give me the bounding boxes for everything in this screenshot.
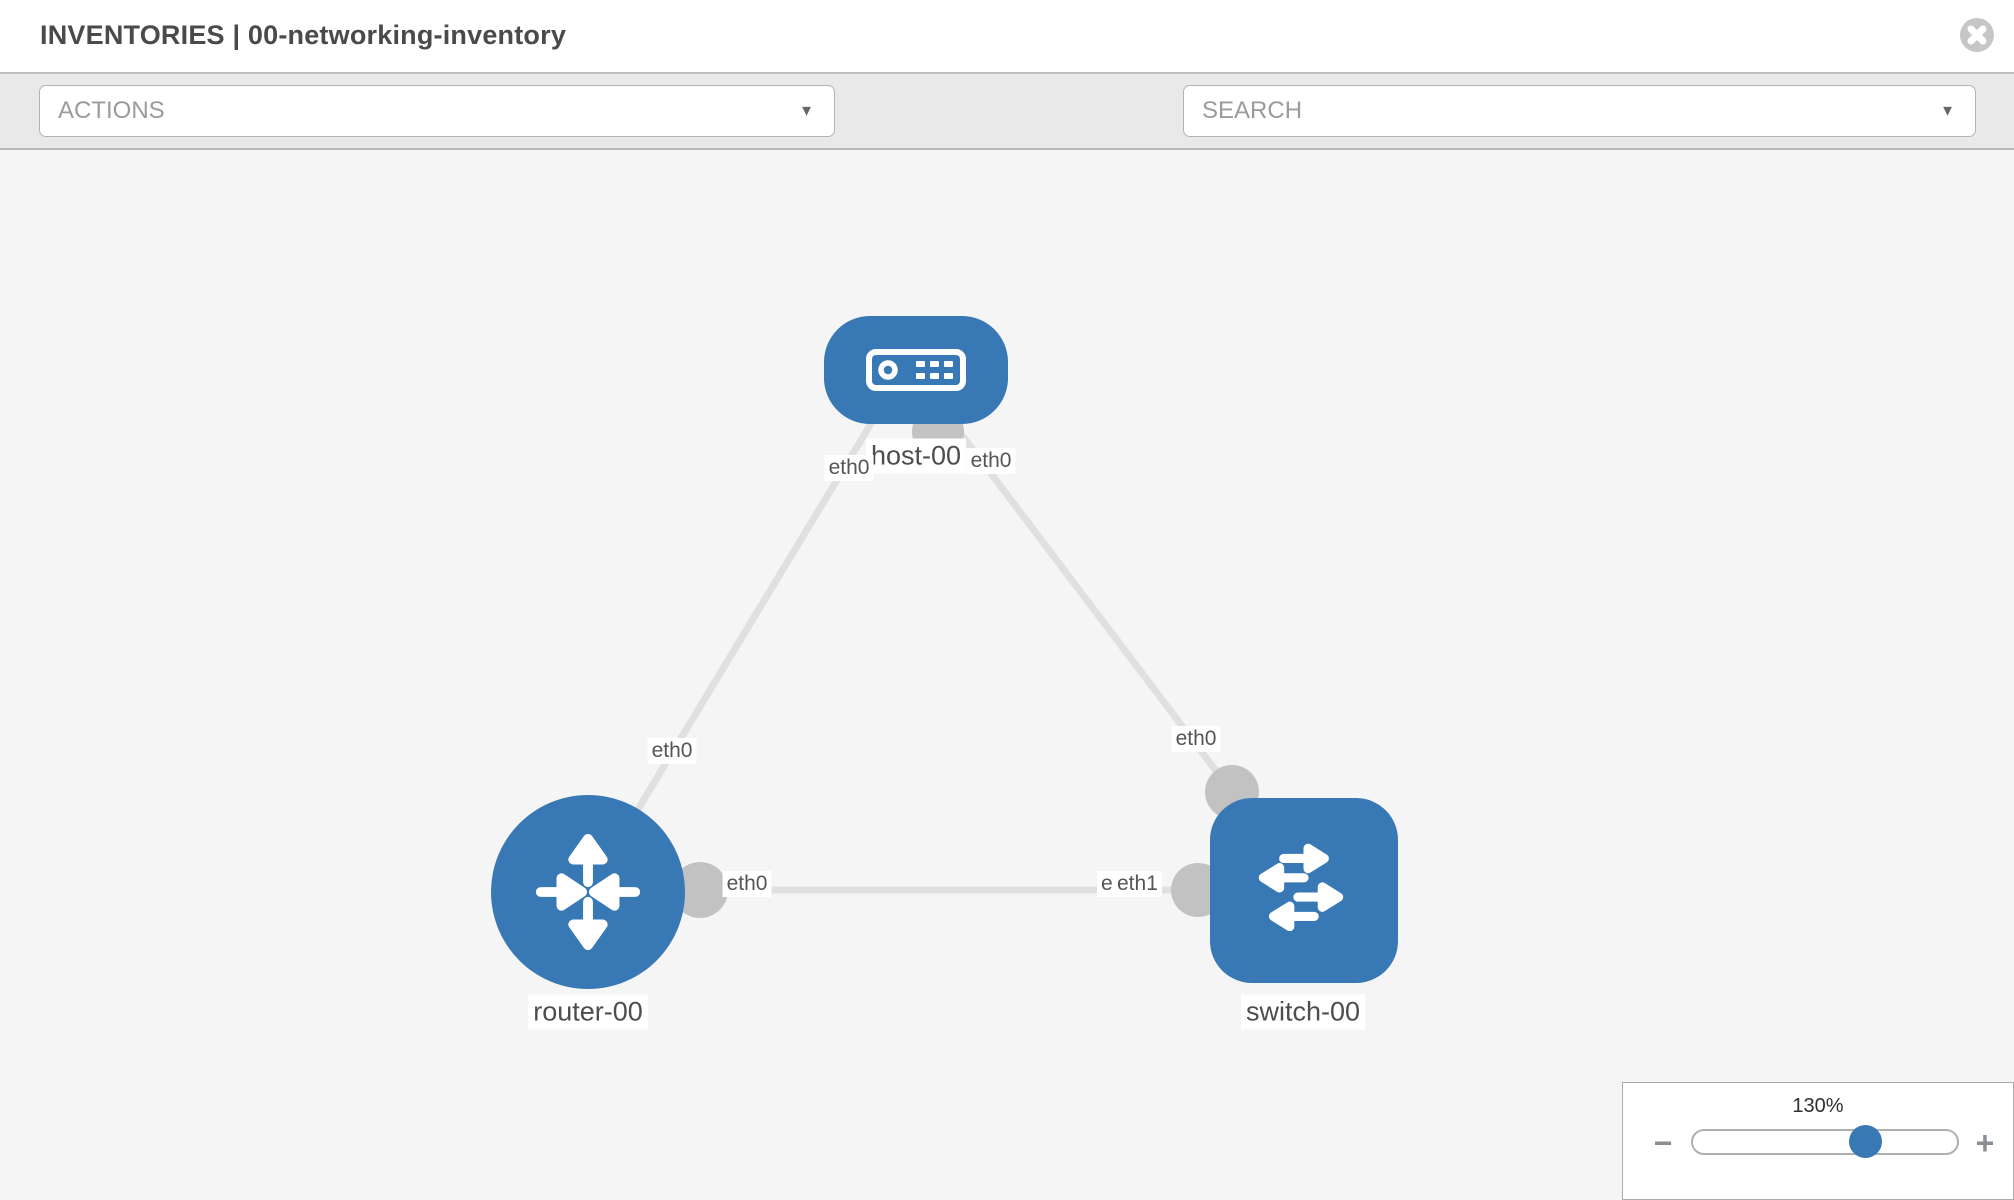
- iface-label-edge-host-switch: eth0: [1171, 726, 1221, 752]
- search-dropdown-label: SEARCH: [1202, 97, 1303, 124]
- zoom-level-value: 130%: [1792, 1095, 1844, 1117]
- node-label-router: router-00: [528, 994, 648, 1030]
- node-host-00[interactable]: [824, 316, 1008, 424]
- switch-icon: [1258, 843, 1344, 931]
- actions-dropdown-label: ACTIONS: [58, 97, 165, 124]
- zoom-panel: 130% − +: [1622, 1082, 2014, 1200]
- iface-label-router-port: eth0: [722, 871, 772, 897]
- close-button[interactable]: [1960, 18, 1994, 52]
- chevron-down-icon: ▼: [799, 102, 814, 120]
- node-label-host: host-00: [865, 438, 967, 474]
- iface-label-edge-host-router: eth0: [647, 738, 697, 764]
- topology-edges-layer: [585, 406, 1259, 918]
- zoom-out-button[interactable]: −: [1643, 1123, 1683, 1163]
- panel-header: INVENTORIES | 00-networking-inventory: [0, 0, 2014, 74]
- node-switch-00[interactable]: [1210, 798, 1398, 983]
- iface-label-switch-port: eth1: [1113, 871, 1162, 897]
- iface-label-host-right: eth0: [966, 448, 1016, 474]
- plus-icon: +: [1975, 1125, 1995, 1161]
- zoom-slider-thumb[interactable]: [1849, 1125, 1882, 1158]
- host-icon: [866, 349, 966, 391]
- minus-icon: −: [1653, 1125, 1673, 1161]
- toolbar: ACTIONS ▼ SEARCH ▼: [0, 74, 2014, 199]
- close-icon: [1967, 25, 1987, 45]
- router-icon: [535, 833, 641, 951]
- search-dropdown[interactable]: SEARCH ▼: [1183, 85, 1976, 137]
- actions-dropdown[interactable]: ACTIONS ▼: [39, 85, 835, 137]
- port-circle-router: [672, 862, 728, 918]
- chevron-down-icon: ▼: [1940, 102, 1955, 120]
- topology-canvas[interactable]: host-00 router-00 switch-00 eth0 eth0 et…: [0, 150, 2014, 1200]
- page-title: INVENTORIES | 00-networking-inventory: [40, 20, 567, 50]
- node-label-switch: switch-00: [1240, 994, 1366, 1030]
- node-router-00[interactable]: [491, 795, 685, 989]
- iface-label-host-left: eth0: [824, 455, 874, 481]
- zoom-slider-track[interactable]: [1691, 1129, 1959, 1155]
- zoom-in-button[interactable]: +: [1965, 1123, 2005, 1163]
